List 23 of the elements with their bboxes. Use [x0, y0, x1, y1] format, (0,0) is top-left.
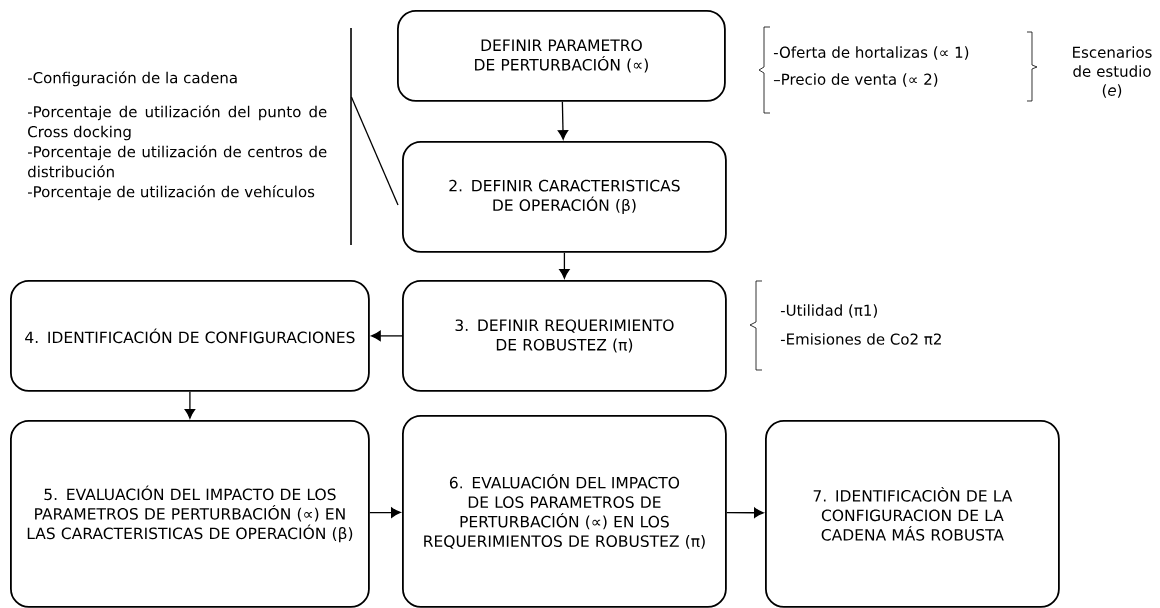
list-item: -Porcentaje de utilización de vehículos [27, 185, 315, 201]
note-text: Escenarios de estudio (e) [1073, 46, 1152, 98]
arrow [369, 507, 401, 518]
leader-line [350, 96, 399, 206]
process-box: 2. DEFINIR CARACTERISTICAS DE OPERACIÓN (β) [402, 141, 727, 253]
note-text: –Precio de venta (∝ 2) [773, 73, 938, 87]
process-box: 6. EVALUACIÓN DEL IMPACTO DE LOS PARAMETROS DE PERTURBACIÓN (∝) EN LOS REQUERIMIENTOS DE ROBUSTEZ (π) [402, 415, 727, 608]
arrow [371, 330, 403, 342]
note-text: -Utilidad (π1) [780, 304, 877, 318]
process-box: 7. IDENTIFICACIÒN DE LA CONFIGURACION DE LA CADENA MÁS ROBUSTA [765, 420, 1060, 608]
list-item: -Porcentaje de utilización del punto de Cross docking [27, 105, 327, 141]
process-box: 4. IDENTIFICACIÓN DE CONFIGURACIONES [10, 280, 370, 392]
arrow [184, 391, 196, 419]
arrow [559, 252, 570, 279]
process-box: 3. DEFINIR REQUERIMIENTO DE ROBUSTEZ (π) [402, 280, 727, 392]
note-text: -Emisiones de Co2 π2 [780, 333, 941, 345]
arrow [557, 101, 569, 140]
process-box: DEFINIR PARAMETRO DE PERTURBACIÓN (∝) [397, 10, 726, 102]
arrow [726, 507, 764, 518]
list-item: -Configuración de la cadena [27, 71, 237, 87]
list-item: -Porcentaje de utilización de centros de distribución [27, 145, 327, 178]
process-box: 5. EVALUACIÓN DEL IMPACTO DE LOS PARAMETROS DE PERTURBACIÓN (∝) EN LAS CARACTERISTICAS DE OPERACIÓN (β) [10, 420, 370, 608]
note-text: -Oferta de hortalizas (∝ 1) [773, 46, 969, 60]
